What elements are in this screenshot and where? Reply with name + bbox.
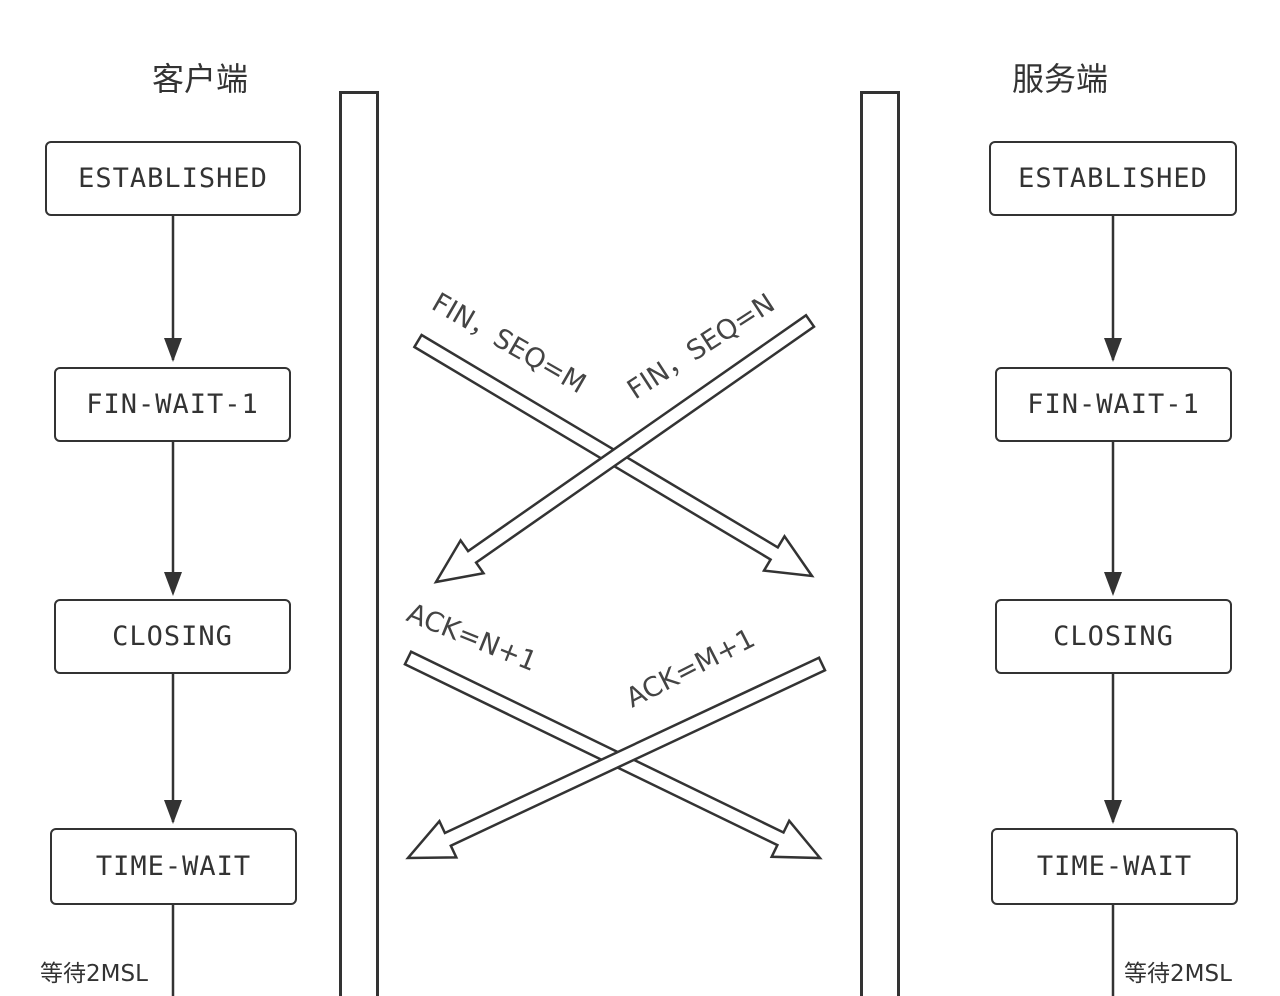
- client-wait-note: 等待2MSL: [40, 961, 148, 987]
- client-boundary-pillar: [339, 91, 379, 996]
- client-fin-label: FIN，SEQ=M: [427, 287, 592, 400]
- server-fin-arrow: [433, 313, 816, 584]
- client-state-fin-wait-1: FIN-WAIT-1: [54, 367, 291, 442]
- client-title: 客户端: [152, 60, 249, 98]
- server-title: 服务端: [1012, 60, 1109, 98]
- client-state-established: ESTABLISHED: [45, 141, 301, 216]
- server-ack-arrow: [405, 656, 827, 860]
- server-wait-note: 等待2MSL: [1124, 961, 1232, 987]
- client-transition-arrowhead: [164, 800, 182, 824]
- client-state-closing: CLOSING: [54, 599, 291, 674]
- client-transition-arrowhead: [164, 572, 182, 596]
- server-boundary-pillar: [860, 91, 900, 996]
- server-transition-arrowhead: [1104, 338, 1122, 362]
- server-state-fin-wait-1: FIN-WAIT-1: [995, 367, 1232, 442]
- message-arrows-group: [403, 313, 827, 860]
- server-state-closing: CLOSING: [995, 599, 1232, 674]
- server-transition-arrowhead: [1104, 572, 1122, 596]
- client-state-time-wait: TIME-WAIT: [50, 828, 297, 905]
- server-state-time-wait: TIME-WAIT: [991, 828, 1238, 905]
- server-transition-arrowhead: [1104, 800, 1122, 824]
- client-transition-arrowhead: [164, 338, 182, 362]
- server-state-established: ESTABLISHED: [989, 141, 1237, 216]
